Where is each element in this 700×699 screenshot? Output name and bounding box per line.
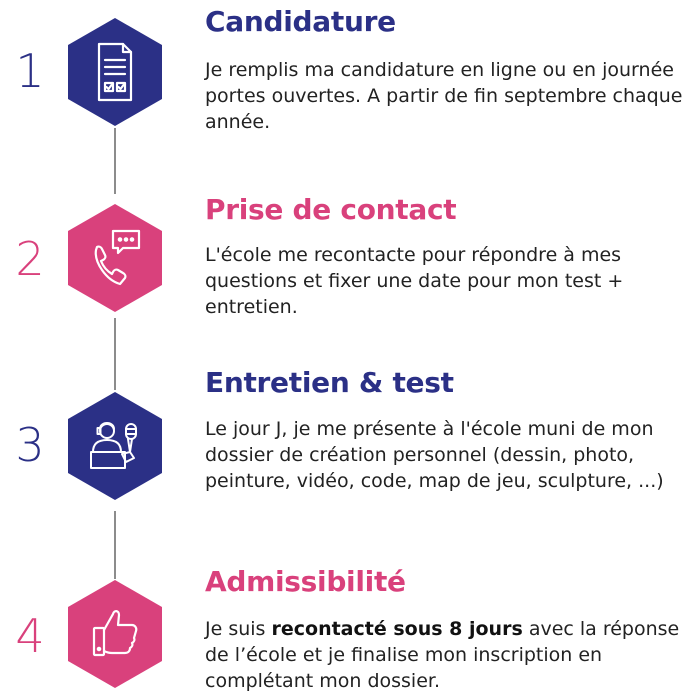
hexagon-badge [68, 392, 162, 500]
step-description: Le jour J, je me présente à l'école muni… [205, 418, 664, 492]
application-form-icon [97, 42, 133, 102]
hexagon-badge [68, 204, 162, 312]
thumbs-up-icon [92, 610, 138, 657]
step-number: 1 [15, 44, 45, 98]
step-description: Je remplis ma candidature en ligne ou en… [205, 59, 683, 133]
step-number: 3 [15, 418, 45, 472]
hexagon-badge [68, 18, 162, 126]
step-title: Prise de contact [205, 193, 457, 226]
step-title: Admissibilité [205, 565, 406, 598]
connector-line-3-4 [114, 511, 116, 579]
connector-line-1-2 [114, 128, 116, 194]
connector-line-2-3 [114, 318, 116, 390]
step-description-start: Je suis [205, 618, 272, 640]
step-number: 2 [15, 232, 45, 286]
step-title: Entretien & test [205, 366, 454, 399]
step-title: Candidature [205, 5, 396, 38]
step-description-end: avec la réponse de l’école et je finalis… [205, 618, 680, 692]
step-description: Je suis recontacté sous 8 jours avec la … [205, 616, 690, 694]
hexagon-badge [68, 580, 162, 688]
interview-icon [90, 422, 137, 469]
step-description-highlight: recontacté sous 8 jours [271, 618, 523, 640]
phone-chat-icon [94, 229, 141, 286]
step-number: 4 [15, 609, 45, 663]
step-description: L'école me recontacte pour répondre à me… [205, 244, 624, 318]
